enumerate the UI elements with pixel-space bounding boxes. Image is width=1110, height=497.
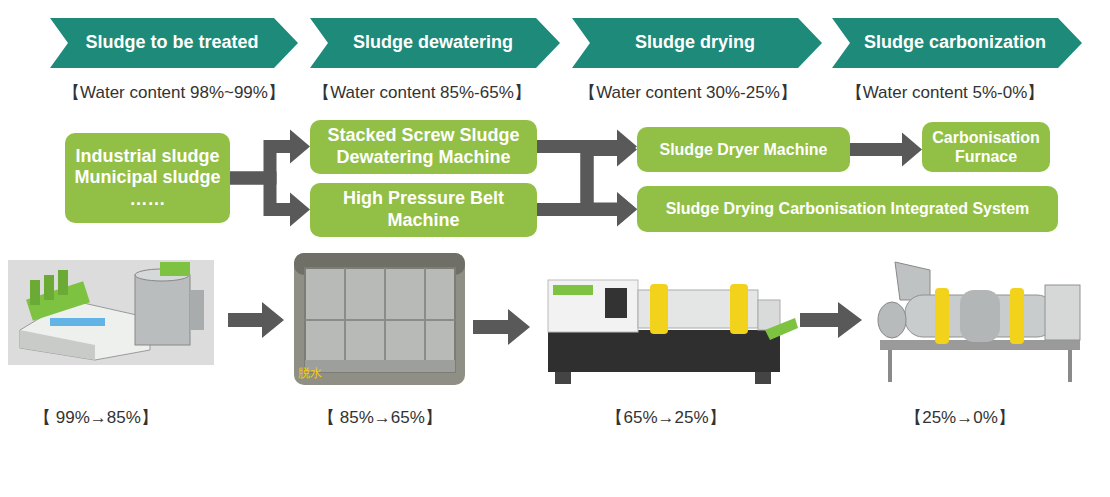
dryer-photo [553,285,593,295]
dryer-photo [548,280,798,384]
process-box: Sludge Drying Carbonisation Integrated S… [637,186,1058,232]
belt-press-photo [305,319,455,321]
arrow-shaft [850,143,904,156]
screw-press-photo [50,318,105,326]
dryer-photo [605,288,627,318]
photo-arrows [228,302,862,345]
process-box: Stacked Screw Sludge Dewatering Machine [310,120,537,174]
screw-press-photo [160,262,190,276]
dryer-photo [755,372,771,384]
water-content-label: 【25%→0%】 [905,406,1015,429]
flow-arrow [850,133,922,167]
chevron-fill [832,18,1082,68]
arrow-head [617,192,637,226]
belt-press-photo [294,253,465,385]
arrow-head [617,133,637,167]
screw-press-photo [190,290,204,330]
dryer-photo [555,372,571,384]
node-text: Sludge Dryer Machine [659,140,827,159]
furnace-photo [888,350,892,382]
furnace-photo [1068,350,1072,382]
screw-press-photo [135,275,190,345]
screw-press-photo [30,280,40,305]
photo-arrows [473,309,530,345]
furnace-photo [960,290,1000,342]
belt-press-photo [305,268,455,372]
furnace-photo [1045,285,1080,340]
chevron-fill [50,18,298,68]
node-text: Sludge drying [635,32,755,54]
arrow-shaft [537,147,619,210]
screw-press-photo [44,275,54,300]
arrow-head [290,130,310,164]
dryer-photo [548,330,780,372]
process-box: High Pressure Belt Machine [310,183,537,237]
arrow-head [902,133,922,167]
arrow-shaft [537,150,619,210]
furnace-photo [895,262,930,300]
stage-banner: Sludge drying [572,18,822,68]
node-text: Stacked Screw Sludge Dewatering Machine [315,125,532,168]
stage-banner: Sludge carbonization [832,18,1082,68]
belt-press-photo [294,253,465,385]
dryer-photo [650,284,668,334]
node-text: Industrial sludge Municipal sludge …… [70,146,225,211]
arrow-head [617,193,637,227]
node-text: Carbonisation Furnace [927,128,1045,166]
water-content-label: 【 99%→85%】 [34,406,158,429]
water-content-label: 【65%→25%】 [606,406,725,429]
flow-arrow [230,178,310,227]
photo-caption: 脱水 [298,365,322,382]
dryer-photo [730,284,748,334]
water-content-label: 【 85%→65%】 [318,406,442,429]
water-content-label: 【Water content 5%-0%】 [846,81,1045,104]
flow-arrow [537,193,637,227]
node-text: Sludge Drying Carbonisation Integrated S… [666,199,1030,218]
arrow-shaft [537,203,619,216]
furnace-photo [1010,288,1024,344]
stage-banner: Sludge dewatering [310,18,560,68]
flow-arrow [230,130,310,179]
process-box: Sludge Dryer Machine [637,127,850,172]
screw-press-photo [8,260,214,365]
node-text: Sludge to be treated [85,32,258,54]
photo-arrows [228,302,284,338]
arrow-shaft [230,178,292,210]
water-content-label: 【Water content 85%-65%】 [313,81,531,104]
arrow-head [290,193,310,227]
photo-arrows [800,302,862,338]
furnace-photo [878,262,1080,382]
process-box: Industrial sludge Municipal sludge …… [65,133,230,223]
node-text: High Pressure Belt Machine [315,188,532,231]
node-text: Sludge dewatering [353,32,513,54]
water-content-label: 【Water content 98%~99%】 [63,81,285,104]
process-box: Carbonisation Furnace [922,122,1050,172]
screw-press-photo [8,260,214,365]
node-text: Sludge carbonization [864,32,1046,54]
dryer-photo [548,280,638,332]
screw-press-photo [58,270,68,295]
furnace-photo [878,302,906,338]
chevron-fill [310,18,560,68]
screw-press-photo [20,330,95,360]
furnace-photo [935,288,949,344]
belt-press-photo [305,360,455,372]
chevron-fill [572,18,822,68]
water-content-label: 【Water content 30%-25%】 [579,81,797,104]
stage-banner: Sludge to be treated [50,18,298,68]
dryer-photo [765,318,798,340]
